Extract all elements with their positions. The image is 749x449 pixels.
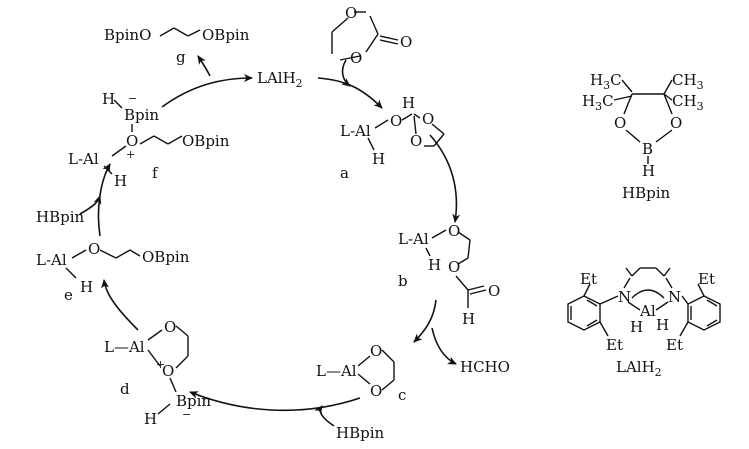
species-b-label: b — [398, 272, 408, 290]
species-a-h-top: H — [402, 94, 415, 112]
species-a-o: O — [390, 112, 402, 130]
catalyst-text: LAlH2 — [257, 69, 303, 90]
species-b-lal: L-Al — [398, 230, 429, 248]
species-d-o2: O — [162, 362, 174, 380]
species-e-o: O — [88, 240, 100, 258]
species-d-minus: − — [182, 408, 191, 421]
arrow-f-to-lalh2 — [161, 74, 253, 108]
arrow-hbpin-in-bottom — [314, 405, 335, 427]
arrow-d-to-e — [101, 279, 139, 331]
species-g-label: g — [176, 48, 186, 66]
species-d-plus: + — [156, 358, 165, 371]
species-a-lal: L-Al — [340, 122, 371, 140]
species-e-h: H — [80, 278, 93, 296]
species-f-lal: L-Al — [68, 150, 99, 168]
species-d-label: d — [120, 380, 130, 398]
ref-hbpin-h: H — [642, 162, 655, 180]
ref-lalh2-al: Al — [639, 302, 656, 320]
species-c-label: c — [398, 386, 406, 404]
byproduct-hbpin-bottom: HBpin — [336, 424, 385, 442]
ref-lalh2-h1: H — [630, 318, 643, 336]
species-e: L-Al O OBpin H e — [36, 240, 190, 304]
arrow-hbpin-in-left — [79, 195, 102, 215]
species-c-lal: L—Al — [316, 362, 357, 380]
species-g-right: OBpin — [202, 26, 250, 44]
species-f-bpin: Bpin — [124, 106, 159, 124]
carbonate-o3: O — [400, 33, 412, 51]
ref-lalh2-et1: Et — [580, 270, 597, 288]
species-d: L—Al O O + Bpin H − d — [104, 318, 211, 428]
species-a-ring-o1: O — [422, 110, 434, 128]
ref-lalh2-n1: N — [618, 288, 631, 306]
species-b-o2: O — [448, 258, 460, 276]
species-d-bpin: Bpin — [176, 392, 211, 410]
species-a: L-Al O H O O H a — [340, 94, 445, 182]
species-d-lal: L—Al — [104, 338, 145, 356]
ref-hbpin-h3c-bottom: H3C — [582, 92, 614, 113]
byproduct-hbpin-left: HBpin — [36, 208, 85, 226]
ref-hbpin-b: B — [642, 140, 653, 158]
side-arrows — [79, 55, 457, 427]
arrow-hcho-out — [431, 327, 457, 365]
ref-hbpin-o1: O — [614, 114, 626, 132]
catalyst-lalh2: LAlH2 — [257, 69, 303, 90]
species-f-minus: − — [128, 92, 137, 105]
species-e-lal: L-Al — [36, 251, 67, 269]
species-b-h: H — [428, 256, 441, 274]
species-g: BpinO OBpin g — [104, 26, 250, 66]
species-g-left: BpinO — [104, 26, 151, 44]
arrow-b-to-c — [413, 299, 437, 343]
species-b-o1: O — [448, 222, 460, 240]
species-a-h-bot: H — [372, 150, 385, 168]
species-c-o1: O — [370, 342, 382, 360]
arrow-carbonate-in — [341, 59, 351, 87]
species-b-o3: O — [488, 282, 500, 300]
species-a-ring-o2: O — [410, 132, 422, 150]
species-e-obpin: OBpin — [142, 248, 190, 266]
ref-hbpin-ch3-bottom: CH3 — [672, 92, 704, 113]
reactant-ethylene-carbonate: O O O — [331, 4, 412, 67]
species-f-obpin: OBpin — [182, 132, 230, 150]
species-b-h-ald: H — [462, 310, 475, 328]
ref-hbpin-ch3-top: CH3 — [672, 71, 704, 92]
species-f-plus: + — [126, 148, 135, 161]
species-d-h: H — [144, 410, 157, 428]
arrow-e-to-f — [97, 163, 111, 237]
arrow-c-to-d — [189, 391, 361, 412]
ref-lalh2-label: LAlH2 — [616, 358, 662, 379]
species-c: L—Al O O c — [316, 342, 406, 404]
species-a-label: a — [340, 164, 349, 182]
species-f-h: H — [114, 172, 127, 190]
byproduct-hcho: HCHO — [460, 358, 510, 376]
ref-lalh2-n2: N — [668, 288, 681, 306]
arrow-a-to-b — [429, 134, 461, 223]
ref-hbpin-label: HBpin — [622, 184, 671, 202]
ref-lalh2-h2: H — [656, 316, 669, 334]
carbonate-o2: O — [350, 49, 362, 67]
ref-hbpin-h3c-top: H3C — [590, 71, 622, 92]
species-c-o2: O — [370, 382, 382, 400]
species-d-o1: O — [164, 318, 176, 336]
reference-hbpin: H3C H3C CH3 CH3 O O B H HBpin — [582, 71, 704, 202]
species-e-label: e — [64, 286, 73, 304]
species-f-label: f — [152, 164, 159, 182]
species-f-h-b: H — [102, 90, 115, 108]
species-f: H Bpin − O + OBpin L-Al H f — [68, 90, 230, 190]
species-b: L-Al O O H O H b — [398, 222, 500, 328]
ref-lalh2-et3: Et — [698, 270, 715, 288]
arrow-g-out — [197, 55, 211, 77]
ref-lalh2-et4: Et — [666, 336, 683, 354]
reference-lalh2: N N Al H H Et Et Et Et LAlH2 — [567, 267, 721, 379]
species-f-o: O — [126, 132, 138, 150]
ref-hbpin-o2: O — [670, 114, 682, 132]
arrow-lalh2-to-a — [317, 77, 383, 109]
carbonate-o1: O — [345, 4, 357, 22]
ref-lalh2-et2: Et — [606, 336, 623, 354]
